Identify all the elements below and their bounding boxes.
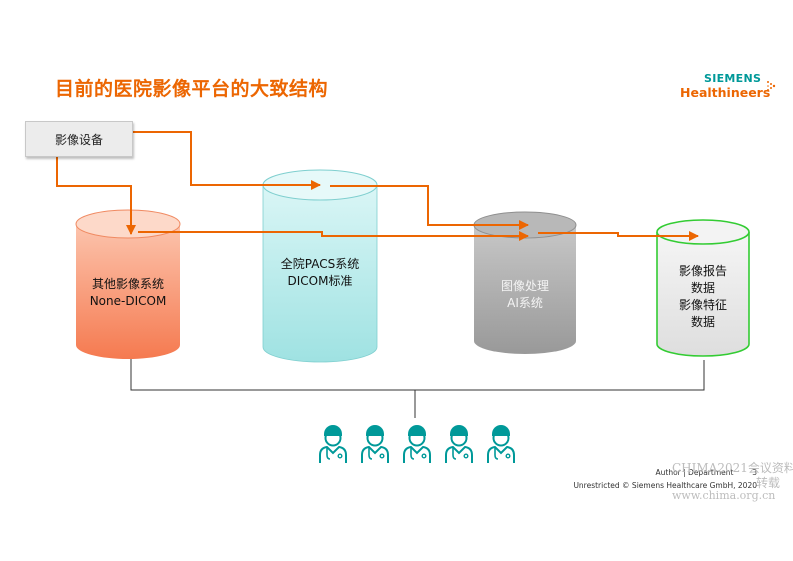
watermark-line-1: CHIMA2021会议资料 <box>672 461 793 475</box>
user-connection-lines <box>130 358 705 418</box>
footer-author: Author | Department 3 <box>656 468 758 477</box>
data-line-2: 数据 <box>690 281 715 295</box>
data-flow-arrows <box>56 131 699 241</box>
footer-author-text: Author | Department <box>655 468 734 477</box>
doctor-icon <box>441 422 477 464</box>
imaging-device-box: 影像设备 <box>25 121 133 157</box>
doctor-icon <box>399 422 435 464</box>
watermark-line-2: 转载 <box>756 476 781 490</box>
page-title: 目前的医院影像平台的大致结构 <box>55 78 329 100</box>
page-number: 3 <box>752 468 757 477</box>
logo-line-2: Healthineers <box>680 85 771 100</box>
data-line-4: 数据 <box>690 315 715 329</box>
imaging-device-label: 影像设备 <box>54 132 103 147</box>
pacs-line-2: DICOM标准 <box>287 274 353 288</box>
siemens-healthineers-logo: SIEMENS Healthineers <box>680 72 776 106</box>
other-system-line-2: None-DICOM <box>89 294 167 308</box>
other-system-line-1: 其他影像系统 <box>91 277 164 291</box>
doctor-icon <box>483 422 519 464</box>
logo-line-1: SIEMENS <box>704 72 762 85</box>
pacs-label: 全院PACS系统 DICOM标准 <box>263 256 377 290</box>
footer-copyright: Unrestricted © Siemens Healthcare GmbH, … <box>573 481 757 490</box>
logo-dots-icon <box>767 81 776 91</box>
ai-system-label: 图像处理 AI系统 <box>474 278 576 312</box>
pacs-line-1: 全院PACS系统 <box>280 257 360 271</box>
watermark-line-3: www.chima.org.cn <box>672 489 776 502</box>
data-label: 影像报告 数据 影像特征 数据 <box>657 263 749 331</box>
data-line-3: 影像特征 <box>678 298 727 312</box>
data-cylinder <box>656 219 750 357</box>
ai-system-line-2: AI系统 <box>507 296 543 310</box>
doctor-icon <box>315 422 351 464</box>
data-line-1: 影像报告 <box>678 264 727 278</box>
other-system-label: 其他影像系统 None-DICOM <box>76 276 180 310</box>
ai-system-line-1: 图像处理 <box>500 279 549 293</box>
doctor-icon <box>357 422 393 464</box>
